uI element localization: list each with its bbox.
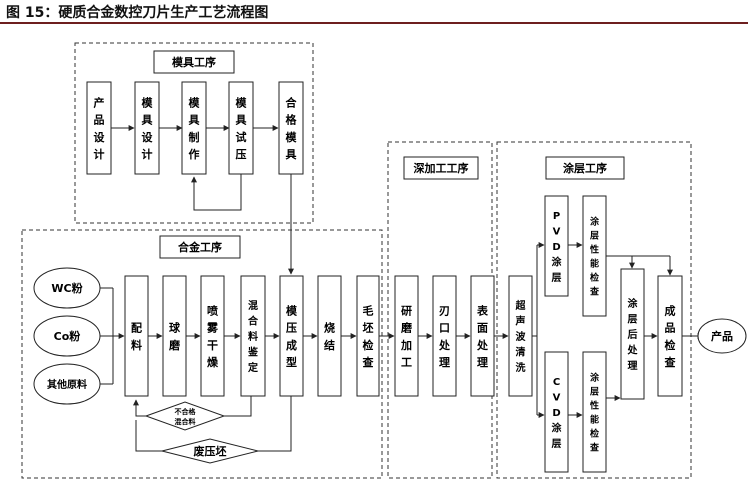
svg-text:合格模具: 合格模具 xyxy=(286,96,298,161)
node-cvd-performance-check: 涂层性能检查 xyxy=(582,351,607,473)
svg-text:涂层工序: 涂层工序 xyxy=(563,161,607,175)
node-product: 产品 xyxy=(697,318,747,354)
svg-text:模具工序: 模具工序 xyxy=(172,55,216,69)
mold-section-frame xyxy=(74,42,314,224)
svg-text:配料: 配料 xyxy=(131,321,142,352)
title-rule xyxy=(0,22,748,24)
node-mold-make: 模具制作 xyxy=(181,81,207,175)
svg-text:球磨: 球磨 xyxy=(168,321,181,352)
node-mold-design: 模具设计 xyxy=(134,81,160,175)
node-waste-compact: 废压坯 xyxy=(161,438,259,464)
node-co-powder: Co粉 xyxy=(33,315,101,357)
svg-text:模压成型: 模压成型 xyxy=(286,304,298,369)
svg-text:产品设计: 产品设计 xyxy=(94,96,106,161)
svg-text:其他原料: 其他原料 xyxy=(47,378,87,391)
coating-section-label: 涂层工序 xyxy=(545,156,625,180)
node-blank-check: 毛坯检查 xyxy=(356,275,380,397)
page-title: 图 15：硬质合金数控刀片生产工艺流程图 xyxy=(6,5,269,21)
node-qualified-mold: 合格模具 xyxy=(278,81,304,175)
coating-section-frame xyxy=(496,141,692,479)
svg-text:混合料: 混合料 xyxy=(175,417,196,426)
node-post-treatment: 涂层后处理 xyxy=(620,268,645,400)
svg-text:超声波清洗: 超声波清洗 xyxy=(515,299,527,374)
node-edge-treatment: 刃口处理 xyxy=(432,275,457,397)
node-mold-trial: 模具试压 xyxy=(228,81,254,175)
alloy-section-label: 合金工序 xyxy=(159,235,241,259)
svg-text:喷雾干燥: 喷雾干燥 xyxy=(206,304,219,369)
node-mix-check: 混合料鉴定 xyxy=(240,275,266,397)
svg-text:模具设计: 模具设计 xyxy=(142,96,154,161)
node-pvd-performance-check: 涂层性能检查 xyxy=(582,195,607,317)
svg-text:研磨加工: 研磨加工 xyxy=(400,305,413,369)
alloy-section-frame xyxy=(21,229,383,479)
node-press-forming: 模压成型 xyxy=(279,275,304,397)
mold-section-label: 模具工序 xyxy=(153,50,235,74)
connectors xyxy=(100,125,704,452)
node-spray-dry: 喷雾干燥 xyxy=(200,275,225,397)
node-grinding: 研磨加工 xyxy=(394,275,419,397)
node-product-design: 产品设计 xyxy=(86,81,112,175)
node-sinter: 烧结 xyxy=(317,275,342,397)
svg-text:涂层性能检查: 涂层性能检查 xyxy=(589,216,600,298)
svg-text:混合料鉴定: 混合料鉴定 xyxy=(247,299,259,374)
svg-text:产品: 产品 xyxy=(711,329,733,343)
svg-text:刃口处理: 刃口处理 xyxy=(438,305,451,369)
svg-text:涂层性能检查: 涂层性能检查 xyxy=(589,372,600,454)
svg-text:烧结: 烧结 xyxy=(323,321,335,352)
svg-text:涂层后处理: 涂层后处理 xyxy=(627,297,639,372)
svg-text:Co粉: Co粉 xyxy=(54,329,81,343)
node-other-materials: 其他原料 xyxy=(33,363,101,405)
svg-text:毛坯检查: 毛坯检查 xyxy=(363,304,374,369)
svg-text:模具制作: 模具制作 xyxy=(189,96,201,161)
deep-section-frame xyxy=(387,141,493,479)
node-surface-treatment: 表面处理 xyxy=(470,275,495,397)
svg-text:深加工工序: 深加工工序 xyxy=(414,161,469,175)
svg-text:模具试压: 模具试压 xyxy=(236,96,248,161)
node-wc-powder: WC粉 xyxy=(33,267,101,309)
svg-text:成品检查: 成品检查 xyxy=(665,304,676,369)
svg-text:表面处理: 表面处理 xyxy=(476,304,489,369)
svg-text:废压坯: 废压坯 xyxy=(194,444,227,458)
node-ball-mill: 球磨 xyxy=(162,275,187,397)
svg-text:WC粉: WC粉 xyxy=(51,281,82,295)
node-final-check: 成品检查 xyxy=(657,275,683,397)
node-ultrasonic-clean: 超声波清洗 xyxy=(508,275,533,397)
node-batching: 配料 xyxy=(124,275,149,397)
svg-text:不合格: 不合格 xyxy=(175,407,197,416)
deep-section-label: 深加工工序 xyxy=(403,156,479,180)
svg-text:合金工序: 合金工序 xyxy=(178,240,222,254)
node-unqualified-mixture: 不合格 混合料 xyxy=(144,401,226,431)
